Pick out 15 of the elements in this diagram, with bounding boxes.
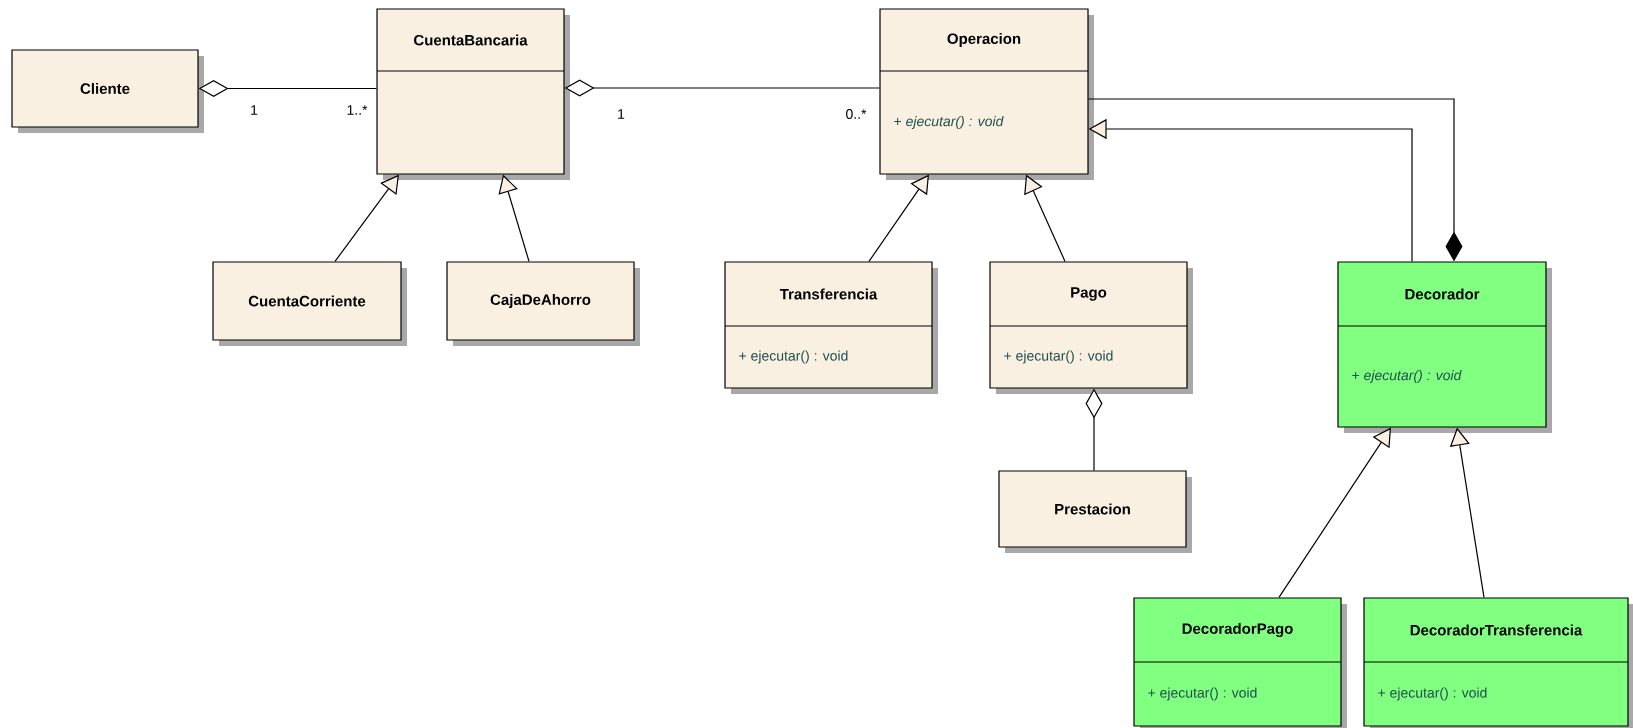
class-box: Pago + ejecutar() : void xyxy=(989,261,1193,394)
class-box: Cliente xyxy=(11,49,204,133)
class-box: Decorador + ejecutar() : void xyxy=(1337,261,1552,433)
multiplicity-label: 1 xyxy=(251,105,258,115)
class-box: Transferencia + ejecutar() : void xyxy=(724,261,938,394)
multiplicity-label: 0..* xyxy=(846,109,867,119)
class-box: CuentaBancaria xyxy=(376,8,570,180)
class-box: CajaDeAhorro xyxy=(446,261,640,346)
class-box: DecoradorTransferencia + ejecutar() : void xyxy=(1363,597,1633,728)
multiplicity-label: 1..* xyxy=(347,105,368,115)
class-box: Prestacion xyxy=(998,470,1192,553)
class-box: CuentaCorriente xyxy=(212,261,407,346)
multiplicity-label: 1 xyxy=(618,109,625,119)
class-box: DecoradorPago + ejecutar() : void xyxy=(1133,597,1347,728)
class-box: Operacion + ejecutar() : void xyxy=(879,8,1094,180)
